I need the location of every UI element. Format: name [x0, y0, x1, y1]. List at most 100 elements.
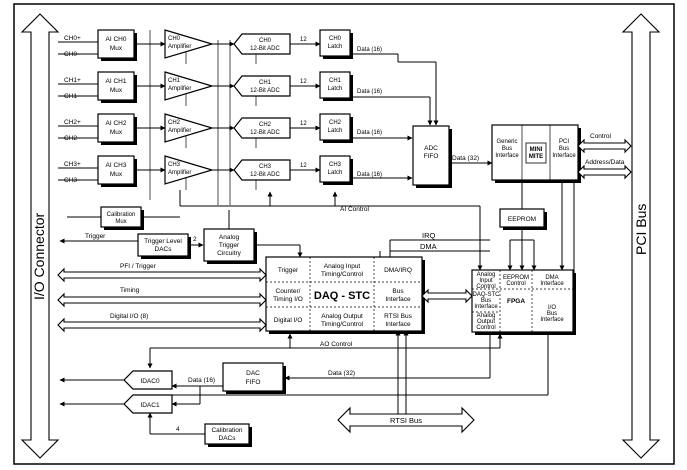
svg-text:CH3: CH3 — [259, 164, 272, 170]
latch-0 — [319, 29, 351, 57]
svg-text:Analog Output: Analog Output — [321, 313, 363, 320]
calibration-mux: Calibration Mux — [100, 206, 144, 230]
fpga-block: Analog Input Control EEPROM Control DMA … — [471, 269, 576, 335]
svg-text:12-Bit ADC: 12-Bit ADC — [250, 88, 280, 94]
data32-lower-label: Data (32) — [328, 370, 355, 377]
latch-data-label: Data (16) — [357, 89, 382, 95]
svg-text:Amplifier: Amplifier — [168, 86, 191, 92]
svg-text:CH0: CH0 — [329, 36, 342, 42]
svg-text:IDAC0: IDAC0 — [140, 378, 160, 385]
svg-text:ADC: ADC — [424, 145, 438, 152]
mini-mite-block: Generic Bus Interface MINI MITE PCI Bus … — [491, 124, 581, 183]
address-data-label: Address/Data — [585, 159, 625, 166]
latch-2 — [319, 113, 351, 141]
svg-text:FIFO: FIFO — [424, 153, 439, 160]
svg-text:Bus: Bus — [392, 288, 404, 295]
ai-mux-2 — [97, 113, 135, 143]
svg-text:CH0: CH0 — [259, 38, 272, 44]
ch-pos-label: CH0+ — [64, 35, 81, 42]
svg-text:Latch: Latch — [328, 128, 343, 134]
ai-mux-0 — [97, 29, 135, 59]
irq-label: IRQ — [422, 231, 436, 240]
svg-text:Timing: Timing — [120, 287, 140, 294]
svg-text:Mux: Mux — [110, 45, 123, 52]
latch-data-label: Data (16) — [357, 47, 382, 53]
svg-text:AI CH3: AI CH3 — [106, 162, 127, 169]
svg-text:AI CH0: AI CH0 — [106, 36, 127, 43]
adc-fifo: ADC FIFO — [412, 125, 452, 188]
svg-text:Amplifier: Amplifier — [168, 128, 191, 134]
amplifier-1 — [164, 71, 215, 101]
svg-text:PFI / Trigger: PFI / Trigger — [120, 263, 157, 270]
svg-text:Digital I/O (8): Digital I/O (8) — [110, 313, 148, 320]
ch-pos-label: CH2+ — [64, 119, 81, 126]
svg-text:Control: Control — [506, 281, 525, 287]
svg-text:Interface: Interface — [474, 304, 498, 310]
svg-text:AI CH1: AI CH1 — [106, 78, 127, 85]
svg-text:Interface: Interface — [385, 321, 411, 328]
svg-text:12: 12 — [300, 37, 307, 43]
board-border — [13, 3, 675, 465]
svg-text:Interface: Interface — [385, 296, 411, 303]
svg-text:Mux: Mux — [115, 219, 126, 225]
svg-text:Amplifier: Amplifier — [168, 44, 191, 50]
latch-3 — [319, 155, 351, 183]
io-connector-label: I/O Connector — [31, 213, 47, 300]
ai-mux-1 — [97, 71, 135, 101]
ai-mux-3 — [97, 155, 135, 185]
svg-text:I/O: I/O — [548, 305, 556, 311]
svg-text:DAC: DAC — [246, 370, 260, 377]
svg-text:CH0: CH0 — [168, 36, 181, 42]
svg-text:EEPROM: EEPROM — [503, 275, 529, 281]
svg-text:Bus: Bus — [559, 146, 569, 152]
svg-text:MITE: MITE — [529, 154, 543, 160]
svg-text:FPGA: FPGA — [507, 298, 525, 305]
dac-fifo: DAC FIFO — [222, 362, 286, 394]
svg-text:MINI: MINI — [530, 147, 543, 153]
svg-text:2: 2 — [193, 236, 197, 243]
svg-text:Latch: Latch — [328, 44, 343, 50]
trigger-label: Trigger — [85, 233, 106, 240]
svg-text:Output: Output — [477, 319, 495, 325]
svg-text:Bus: Bus — [481, 298, 491, 304]
latch-1 — [319, 71, 351, 99]
svg-text:Latch: Latch — [328, 86, 343, 92]
svg-text:CH1: CH1 — [168, 78, 181, 84]
ai-control-label: AI Control — [340, 206, 369, 213]
svg-text:Trigger: Trigger — [278, 267, 299, 274]
svg-text:DMA: DMA — [545, 275, 558, 281]
amplifier-3 — [164, 155, 215, 185]
dma-label: DMA — [420, 242, 437, 251]
svg-text:EEPROM: EEPROM — [508, 216, 536, 223]
svg-text:12-Bit ADC: 12-Bit ADC — [250, 130, 280, 136]
eeprom-block: EEPROM — [499, 208, 547, 230]
svg-text:DAQ-STC: DAQ-STC — [473, 292, 501, 298]
svg-text:Analog: Analog — [477, 272, 496, 278]
svg-text:Mux: Mux — [110, 87, 123, 94]
svg-text:Analog: Analog — [219, 234, 240, 241]
svg-text:Trigger Level: Trigger Level — [144, 238, 182, 245]
svg-text:DACs: DACs — [219, 435, 237, 442]
svg-text:RTSI Bus: RTSI Bus — [384, 313, 412, 320]
control-label: Control — [590, 133, 612, 140]
svg-text:Bus: Bus — [547, 311, 557, 317]
svg-text:Timing/Control: Timing/Control — [321, 321, 364, 328]
ch-pos-label: CH1+ — [64, 77, 81, 84]
svg-text:Amplifier: Amplifier — [168, 170, 191, 176]
svg-text:12-Bit ADC: 12-Bit ADC — [250, 46, 280, 52]
idac1: IDAC1 — [123, 394, 173, 414]
svg-text:FIFO: FIFO — [246, 379, 261, 386]
amplifier-2 — [164, 113, 215, 143]
svg-text:PCI: PCI — [559, 139, 569, 145]
svg-text:Timing/Control: Timing/Control — [321, 271, 364, 278]
svg-text:IDAC1: IDAC1 — [140, 402, 160, 409]
svg-text:Control: Control — [476, 284, 495, 290]
svg-text:AI CH2: AI CH2 — [106, 120, 127, 127]
daq-stc: Trigger Analog Input Timing/Control DMA/… — [265, 256, 425, 334]
trigger-level-dacs: Trigger Level DACs — [137, 233, 191, 259]
svg-text:CH2: CH2 — [329, 120, 342, 126]
svg-text:CH1: CH1 — [329, 78, 342, 84]
